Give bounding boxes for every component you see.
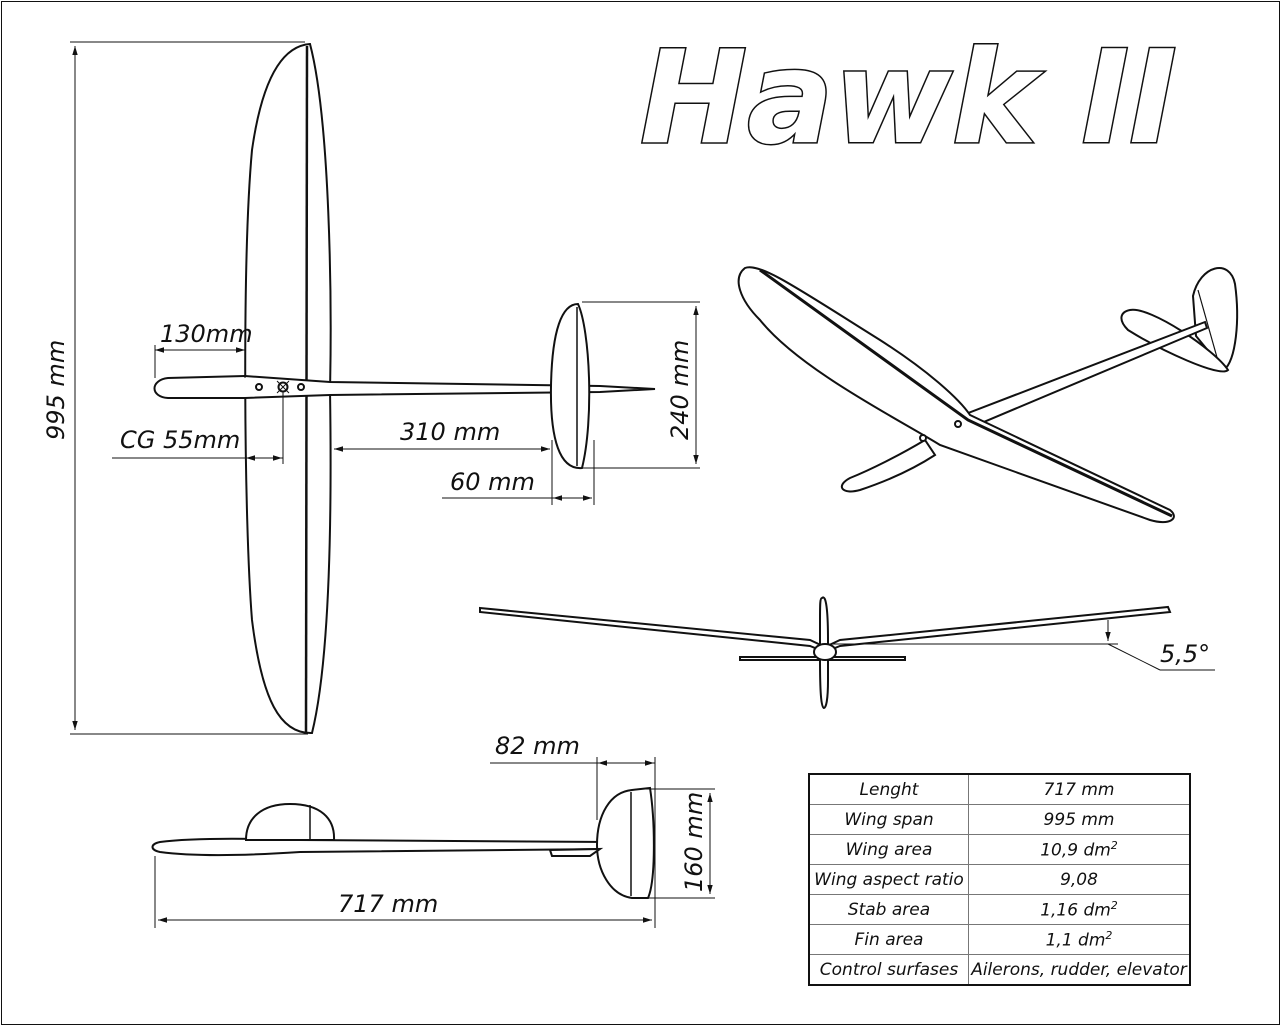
- spec-value-text: 9,08: [1060, 869, 1098, 890]
- spec-value: 10,9 dm2: [968, 834, 1191, 865]
- root-chord-label: 130mm: [160, 320, 253, 348]
- front-view: [479, 596, 1172, 710]
- top-view-stabilizer: [549, 302, 591, 470]
- spec-value-text: 1,16 dm: [1040, 900, 1111, 921]
- stab-chord-label: 60 mm: [450, 468, 535, 496]
- wingspan-label: 995 mm: [42, 340, 70, 440]
- top-view-nose: [153, 375, 246, 399]
- spec-value: 1,1 dm2: [968, 924, 1191, 955]
- length-label: 717 mm: [338, 890, 438, 918]
- cg-label: CG 55mm: [120, 426, 240, 454]
- spec-value: 1,16 dm2: [968, 894, 1191, 925]
- spec-row: Wing aspect ratio 9,08: [808, 864, 1191, 895]
- tail-arm-label: 310 mm: [400, 418, 500, 446]
- spec-value-text: 10,9 dm: [1040, 840, 1111, 861]
- spec-label: Wing aspect ratio: [808, 864, 969, 895]
- spec-value-text: 995 mm: [1043, 809, 1115, 830]
- stab-span-label: 240 mm: [666, 340, 694, 440]
- side-view-canopy: [244, 802, 336, 841]
- spec-label: Wing span: [808, 804, 969, 835]
- spec-value: 995 mm: [968, 804, 1191, 835]
- spec-value-unit-exponent: 2: [1110, 838, 1118, 852]
- title-text: Hawk II: [640, 24, 1177, 173]
- spec-value-text: 717 mm: [1043, 779, 1115, 800]
- spec-value-unit-exponent: 2: [1110, 898, 1118, 912]
- side-view: [151, 786, 655, 899]
- spec-row: Lenght 717 mm: [808, 773, 1191, 805]
- spec-value-text: 1,1 dm: [1045, 930, 1106, 951]
- dihedral-label: 5,5°: [1160, 640, 1210, 668]
- spec-label: Control surfases: [808, 954, 969, 986]
- fin-chord-label: 82 mm: [495, 732, 580, 760]
- dihedral-dimension: [825, 620, 1215, 671]
- side-view-fin: [595, 786, 655, 899]
- spec-value: Ailerons, rudder, elevator: [968, 954, 1191, 986]
- fin-height-label: 160 mm: [680, 792, 708, 892]
- side-view-fuselage: [151, 837, 617, 856]
- spec-label: Fin area: [808, 924, 969, 955]
- spec-value: 9,08: [968, 864, 1191, 895]
- spec-value: 717 mm: [968, 773, 1191, 805]
- side-view-dimensions: [154, 757, 715, 928]
- top-view: [153, 42, 656, 735]
- perspective-view: [737, 266, 1239, 524]
- spec-label: Lenght: [808, 773, 969, 805]
- spec-row: Wing span 995 mm: [808, 804, 1191, 835]
- perspective-wing: [737, 266, 1175, 524]
- spec-value-text: Ailerons, rudder, elevator: [971, 959, 1187, 980]
- cg-mark: [255, 383, 263, 391]
- front-view-fuselage: [813, 643, 837, 661]
- spec-label: Wing area: [808, 834, 969, 865]
- spec-value-unit-exponent: 2: [1105, 928, 1113, 942]
- top-view-dimensions: [70, 41, 700, 735]
- spec-label: Stab area: [808, 894, 969, 925]
